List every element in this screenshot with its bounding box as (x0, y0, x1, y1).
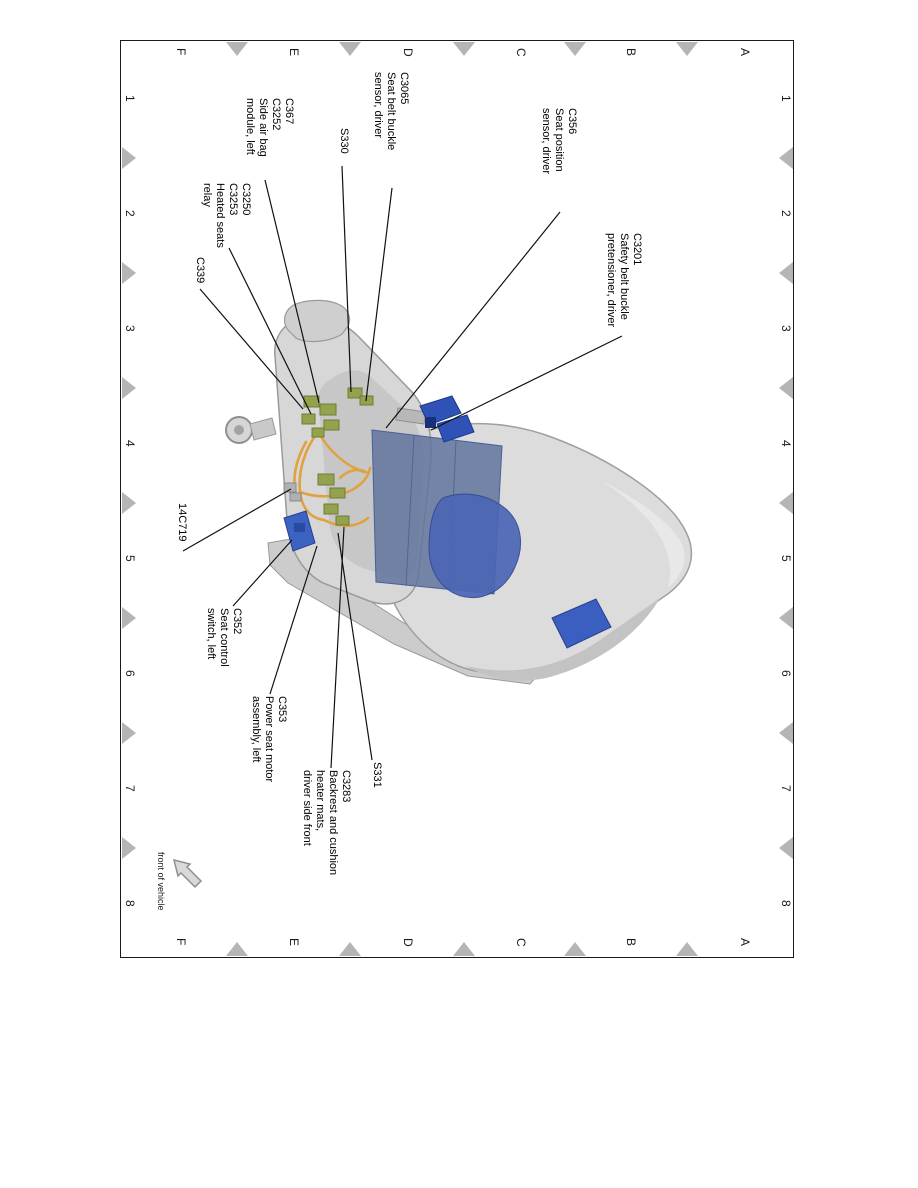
grid-number-left: 7 (123, 785, 137, 792)
grid-number-left: 3 (123, 325, 137, 332)
grid-letter-top: E (287, 48, 301, 57)
grid-letter-top: B (624, 48, 638, 57)
grid-number-right: 1 (779, 95, 793, 102)
callout-line: assembly, left (250, 696, 262, 763)
grid-number-left: 1 (123, 95, 137, 102)
callout-line: module, left (244, 98, 256, 155)
callout-line: C339 (194, 257, 206, 284)
callout-line: pretensioner, driver (605, 233, 617, 328)
callout-line: driver side front (301, 770, 313, 846)
callout-line: C3253 (227, 183, 239, 216)
grid-number-right: 4 (779, 440, 793, 447)
callout-c353-power-seat-motor: C353 Power seat motor assembly, left (249, 696, 288, 782)
grid-letter-top: C (514, 48, 528, 57)
callout-line: Seat belt buckle (385, 72, 397, 151)
grid-number-left: 6 (123, 670, 137, 677)
grid-number-right: 6 (779, 670, 793, 677)
grid-letter-bottom: F (174, 938, 188, 946)
callout-s330: S330 (337, 128, 350, 154)
callout-c356: C356 Seat position sensor, driver (539, 108, 578, 174)
callout-c3283-heater-mats: C3283 Backrest and cushion heater mats, … (300, 770, 352, 875)
callout-line: C367 (283, 98, 295, 125)
callout-line: switch, left (205, 608, 217, 660)
callout-line: S331 (371, 762, 383, 788)
grid-letter-top: D (401, 48, 415, 57)
grid-letter-bottom: E (287, 938, 301, 947)
callout-line: sensor, driver (372, 72, 384, 139)
grid-letter-top: A (738, 48, 752, 57)
grid-number-left: 2 (123, 210, 137, 217)
callout-c367-side-air-bag: C367 C3252 Side air bag module, left (243, 98, 295, 157)
callout-c352-seat-control-switch: C352 Seat control switch, left (204, 608, 243, 667)
callout-line: S330 (338, 128, 350, 154)
callout-line: Safety belt buckle (618, 233, 630, 320)
callout-line: C3283 (340, 770, 352, 803)
callout-line: C352 (231, 608, 243, 635)
diagram-frame (120, 40, 794, 958)
callout-c3065: C3065 Seat belt buckle sensor, driver (371, 72, 410, 150)
grid-number-right: 5 (779, 555, 793, 562)
grid-number-left: 8 (123, 900, 137, 907)
callout-line: Side air bag (257, 98, 269, 157)
callout-line: C3201 (631, 233, 643, 266)
callout-s331: S331 (370, 762, 383, 788)
grid-number-left: 4 (123, 440, 137, 447)
grid-letter-bottom: A (738, 938, 752, 947)
callout-line: relay (201, 183, 213, 207)
callout-line: C3065 (398, 72, 410, 105)
grid-number-left: 5 (123, 555, 137, 562)
callout-line: Backrest and cushion (327, 770, 339, 876)
front-of-vehicle-label: front of vehicle (156, 852, 166, 911)
grid-number-right: 2 (779, 210, 793, 217)
callout-line: C353 (276, 696, 288, 723)
callout-line: sensor, driver (540, 108, 552, 175)
callout-line: C3252 (270, 98, 282, 131)
callout-c339: C339 (193, 257, 206, 283)
callout-line: C3250 (240, 183, 252, 216)
grid-letter-bottom: C (514, 938, 528, 947)
grid-letter-top: F (174, 48, 188, 56)
callout-line: Heated seats (214, 183, 226, 248)
grid-number-right: 3 (779, 325, 793, 332)
grid-letter-bottom: B (624, 938, 638, 947)
callout-line: heater mats, (314, 770, 326, 832)
callout-c3250-heated-seats-relay: C3250 C3253 Heated seats relay (200, 183, 252, 248)
callout-14c719: 14C719 (175, 503, 188, 542)
callout-line: Seat position (553, 108, 565, 172)
callout-line: 14C719 (176, 503, 188, 542)
grid-number-right: 8 (779, 900, 793, 907)
callout-line: C356 (566, 108, 578, 135)
grid-number-right: 7 (779, 785, 793, 792)
callout-c3201: C3201 Safety belt buckle pretensioner, d… (604, 233, 643, 327)
grid-letter-bottom: D (401, 938, 415, 947)
callout-line: Power seat motor (263, 696, 275, 783)
callout-line: Seat control (218, 608, 230, 667)
